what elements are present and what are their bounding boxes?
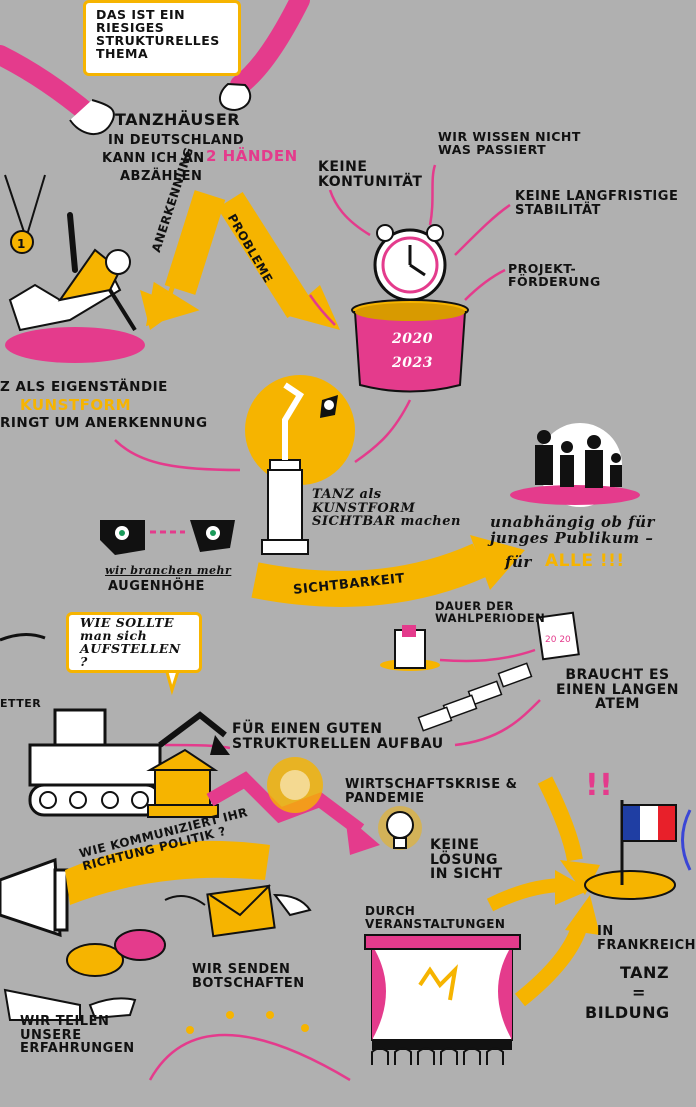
virus-icon [267,757,323,813]
calendar-year: 20 20 [545,635,571,645]
projektfoerderung: PROJEKT-FÖRDERUNG [508,261,601,290]
eyes-icon [100,520,235,555]
aufstellen-bubble [66,612,202,673]
tanzhaeuser-highlight: 2 HÄNDEN [206,147,298,165]
crisis-arrowhead [345,815,380,855]
alle-highlight: ALLE !!! [545,551,625,571]
kunstform-line3: RINGT UM ANERKENNUNG [0,415,208,431]
france-flag-icon [584,800,677,900]
anerkennung-arrow [140,190,226,330]
keine-loesung: KEINE LÖSUNG IN SICHT [430,837,503,883]
wir-senden-botschaften: WIR SENDEN BOTSCHAFTEN [192,962,305,991]
megaphone-icon [0,857,69,938]
equals-sign: = [632,983,646,1002]
tanzhaeuser-title: TANZHÄUSER [115,110,241,129]
cut-off-label: ETTER [0,697,42,710]
structural-theme-bubble [83,0,241,76]
statue-icon [245,375,355,555]
durch-veranstaltungen: DURCH VERANSTALTUNGEN [365,904,506,931]
family-icon [510,423,640,507]
augenhoehe-line2: AUGENHÖHE [108,579,205,594]
exclamation-marks: !! [585,768,614,803]
tanz-label: TANZ [620,963,670,982]
keine-stabilitaet: KEINE LANGFRISTIGE STABILITÄT [515,189,679,218]
medal-number: 1 [17,237,25,251]
cut-off-circle [681,809,692,871]
hands-illustration [0,0,310,135]
kunstform-line1: Z ALS EIGENSTÄNDIE [0,379,168,395]
envelope-icon [164,884,312,938]
keine-kontinuitaet: KEINE KONTUNITÄT [318,159,423,190]
clock-icon [373,224,447,302]
medal-icon: 1 [4,174,46,254]
pot-year-start: 2020 [392,331,433,347]
wir-wissen-nicht: WIR WISSEN NICHT WAS PASSIERT [438,129,581,158]
cooking-pot-icon [351,299,469,393]
tanzhaeuser-line2: IN DEUTSCHLAND [108,133,245,148]
dancer-illustration [5,212,145,363]
money-icon [417,662,533,732]
langer-atem: BRAUCHT ES EINEN LANGEN ATEM [556,667,679,713]
speech-bubbles-icon [66,929,166,977]
atem-arrows [164,648,541,750]
kunstform-highlight: KUNSTFORM [20,396,132,414]
probleme-arrow [217,191,340,330]
temple-icon [146,748,219,818]
tanzhaeuser-line3: KANN ICH AN [102,151,205,166]
aufstellen-question: WIE SOLLTE man sich AUFSTELLEN ? [80,615,181,670]
kommunikation-banner [65,840,270,905]
bildung-label: BILDUNG [585,1003,670,1022]
stage-icon [364,934,521,1065]
lightbulb-icon [378,806,422,850]
crisis-arrow [206,771,365,836]
calendar-icon: 20 20 [536,611,580,661]
augenhoehe-line1: wir branchen mehr [105,564,232,577]
unabhaengig-text: unabhängig ob für junges Publikum – [490,513,655,547]
tanz-sichtbar: TANZ als KUNSTFORM SICHTBAR machen [312,487,461,530]
yellow-arrows-to-flag [486,776,600,1007]
sichtbarkeit-arrow [251,535,525,607]
problem-arrows [114,164,511,472]
wir-teilen-erfahrungen: WIR TEILEN UNSERE ERFAHRUNGEN [20,1014,135,1057]
fuer-text: für [505,553,532,571]
struktureller-aufbau: FÜR EINEN GUTEN STRUKTURELLEN AUFBAU [232,721,444,752]
sharing-hands-icon [3,988,137,1021]
in-frankreich: IN FRANKREICH [597,924,696,953]
pot-year-end: 2023 [392,355,433,371]
experience-arc [148,1011,351,1082]
tanzhaeuser-line4: ABZÄHLEN [120,169,203,184]
stroke-divider [0,633,46,642]
structural-theme-text: DAS IST EIN RIESIGES STRUKTURELLES THEMA [96,7,220,62]
ballot-box-icon [380,625,440,671]
dauer-wahlperioden: DAUER DER WAHLPERIODEN [435,599,546,626]
wirtschaftskrise: WIRTSCHAFTSKRISE & PANDEMIE [345,777,518,806]
